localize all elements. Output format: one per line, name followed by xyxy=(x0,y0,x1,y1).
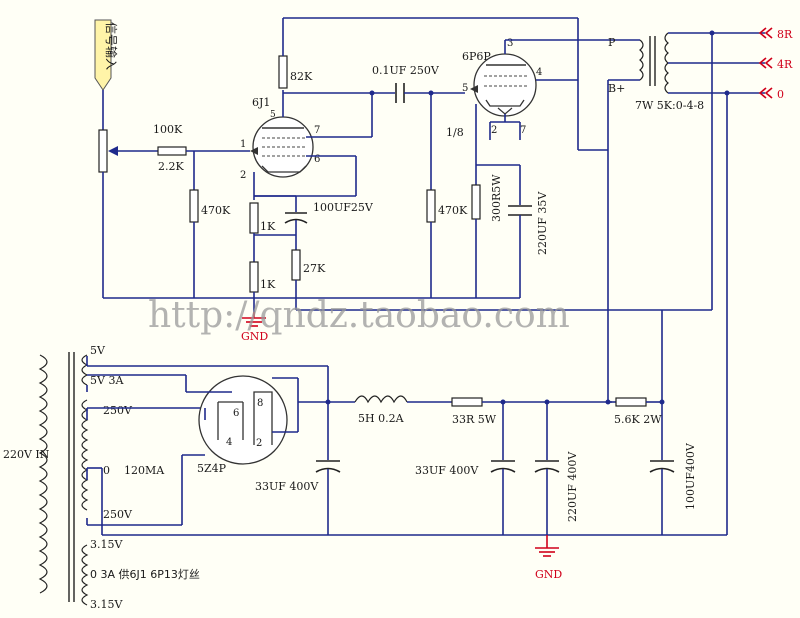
label-ot-spec: 7W 5K:0-4-8 xyxy=(635,99,704,112)
label-choke: 5H 0.2A xyxy=(358,412,405,425)
label-r-300r: 300R5W xyxy=(490,174,503,222)
resistor-33r xyxy=(451,397,483,407)
rectifier-tube-5z4p xyxy=(198,375,288,465)
label-pt-315-b: 3.15V xyxy=(90,598,123,611)
label-c-100uf-400v: 100UF400V xyxy=(684,442,697,510)
label-c-33uf-b: 33UF 400V xyxy=(415,464,479,477)
label-r-1k-a: 1K xyxy=(260,220,276,233)
capacitor-220uf-35v xyxy=(508,205,532,216)
label-c-coupling: 0.1UF 250V xyxy=(372,64,440,77)
resistor-grid-leak-2 xyxy=(426,189,436,223)
label-pin7-t2: 7 xyxy=(520,125,526,136)
output-transformer xyxy=(639,32,669,94)
label-pt-120ma: 120MA xyxy=(124,464,165,477)
output-terminal-4r xyxy=(758,57,773,69)
label-r-470k-2: 470K xyxy=(438,204,468,217)
label-rect-pin6: 6 xyxy=(233,408,239,419)
tube-6j1 xyxy=(250,116,314,178)
ground-symbol-bottom xyxy=(535,535,559,557)
label-out-4r: 4R xyxy=(777,58,793,71)
tube-6p6p xyxy=(470,53,537,117)
label-c-220uf-35v: 220UF 35V xyxy=(536,191,549,255)
resistor-1k-a xyxy=(249,202,259,234)
label-r-27k: 27K xyxy=(303,262,326,275)
label-r-82k: 82K xyxy=(290,70,313,83)
label-pin2-t1: 2 xyxy=(240,170,246,181)
resistor-5k6 xyxy=(615,397,647,407)
label-pin2-t2: 2 xyxy=(491,125,497,136)
label-rect-pin2: 2 xyxy=(256,438,262,449)
choke-inductor xyxy=(354,395,408,404)
label-r-470k-1: 470K xyxy=(201,204,231,217)
label-pin7-t1: 7 xyxy=(314,125,320,136)
label-c-220uf-400v: 220UF 400V xyxy=(566,451,579,522)
label-r-1k-b: 1K xyxy=(260,278,276,291)
resistor-1k-b xyxy=(249,261,259,293)
label-r-grid-stop: 2.2K xyxy=(158,160,184,173)
output-terminal-8r xyxy=(758,27,773,39)
capacitor-220uf-400v xyxy=(534,460,560,473)
label-rect-pin8: 8 xyxy=(257,398,263,409)
capacitor-33uf-b xyxy=(490,460,516,473)
label-ot-p: P xyxy=(608,36,616,49)
label-gnd-top: GND xyxy=(241,330,268,343)
label-c-33uf-a: 33UF 400V xyxy=(255,480,319,493)
label-pin5-t2: 5 xyxy=(462,83,468,94)
resistor-grid-stop xyxy=(157,146,250,156)
label-ot-bplus: B+ xyxy=(608,82,625,95)
resistor-82k xyxy=(278,55,288,89)
label-gnd-bottom: GND xyxy=(535,568,562,581)
label-pin4-t2: 4 xyxy=(536,67,542,78)
label-pt-315-a: 3.15V xyxy=(90,538,123,551)
output-terminal-0 xyxy=(758,87,773,99)
label-r-5k6: 5.6K 2W xyxy=(614,413,662,426)
capacitor-33uf-a xyxy=(315,460,341,473)
label-r-volume: 100K xyxy=(153,123,183,136)
label-tube2: 6P6P xyxy=(462,50,491,63)
label-pt-250v-b: 250V xyxy=(103,508,133,521)
power-transformer xyxy=(38,352,89,606)
resistor-300r xyxy=(471,184,481,220)
input-connector: 信号输入 xyxy=(94,19,119,130)
label-pt-5v3a: 5V 3A xyxy=(90,374,124,387)
label-pin6-t1: 6 xyxy=(314,154,320,165)
label-pt-0: 0 xyxy=(103,464,110,477)
resistor-27k xyxy=(291,249,301,281)
volume-potentiometer xyxy=(98,129,158,298)
resistor-grid-leak-1 xyxy=(189,151,199,298)
label-c-100uf: 100UF25V xyxy=(313,201,374,214)
capacitor-100uf-25v xyxy=(284,212,308,224)
label-pin3-t2: 3 xyxy=(507,38,513,49)
label-tube1: 6J1 xyxy=(252,96,270,109)
label-pin5-t1: 5 xyxy=(270,110,276,120)
label-out-0: 0 xyxy=(777,88,784,101)
label-pt-250v-a: 250V xyxy=(103,404,133,417)
label-pt-in: 220V IN xyxy=(3,448,50,461)
label-rect-pin4: 4 xyxy=(226,437,232,448)
input-label: 信号输入 xyxy=(104,22,119,70)
capacitor-100uf-400v xyxy=(649,460,675,473)
label-out-8r: 8R xyxy=(777,28,793,41)
watermark: http://qndz.taobao.com xyxy=(148,295,570,336)
label-pt-5v-a: 5V xyxy=(90,344,106,357)
label-rect-tube: 5Z4P xyxy=(197,462,227,475)
ground-symbol-top xyxy=(242,312,266,327)
label-ratio: 1/8 xyxy=(446,126,464,139)
capacitor-coupling xyxy=(395,83,405,103)
label-pin1-t1: 1 xyxy=(240,139,246,150)
label-r-33r: 33R 5W xyxy=(452,413,497,426)
label-pt-heater: 0 3A 供6J1 6P13灯丝 xyxy=(90,567,200,581)
